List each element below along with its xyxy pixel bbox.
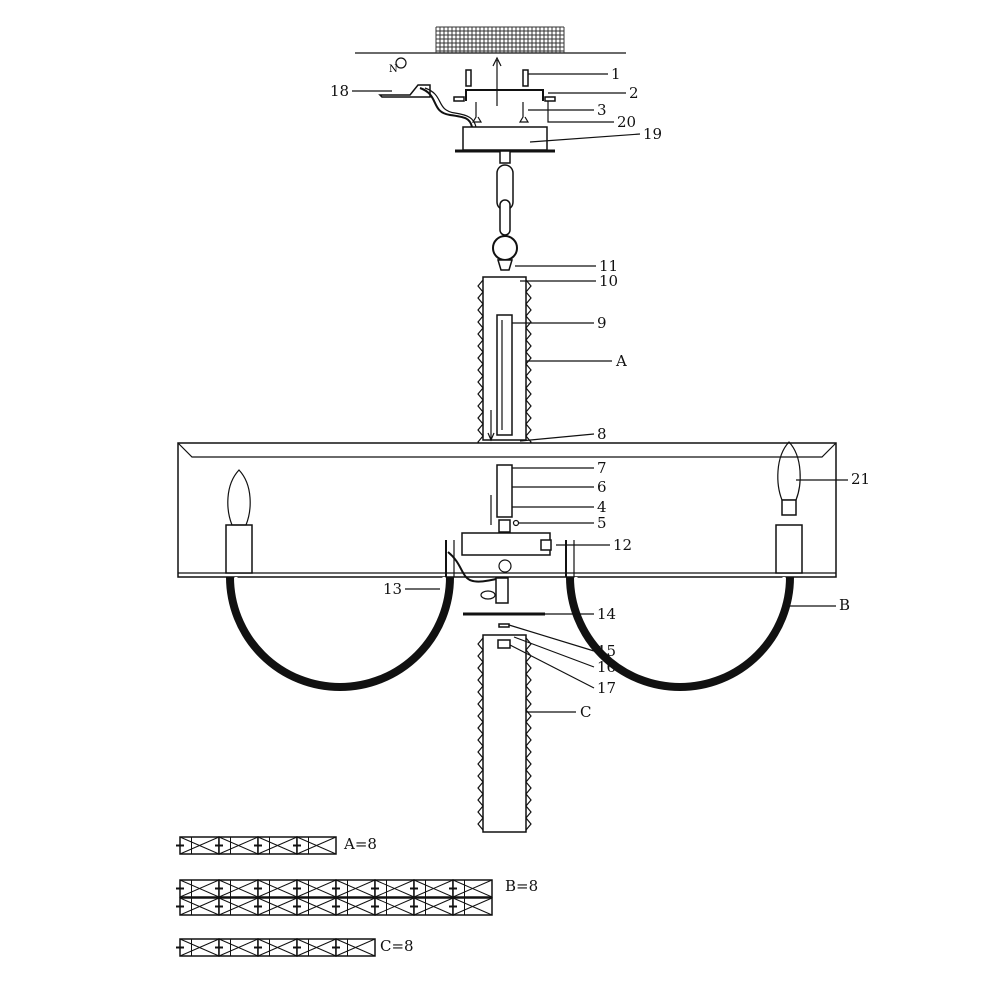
neutral-mark: N xyxy=(389,64,398,75)
lower-crystal-tube xyxy=(477,634,532,833)
bracket xyxy=(495,577,509,604)
crystal-bead xyxy=(410,879,454,898)
callout-19: 19 xyxy=(643,125,662,143)
callout-11: 11 xyxy=(599,257,618,275)
crystal-bead xyxy=(371,879,415,898)
crystal-bead xyxy=(332,897,376,916)
bulb-icon xyxy=(227,469,251,526)
callout-14: 14 xyxy=(597,605,616,623)
mounting-bracket xyxy=(453,56,556,123)
callout-20: 20 xyxy=(617,113,636,131)
crystal-bead xyxy=(215,897,259,916)
crystal-bead xyxy=(254,938,298,957)
callout-18: 18 xyxy=(330,82,349,100)
callout-15: 15 xyxy=(597,642,616,660)
screw-icon xyxy=(518,102,530,123)
nut xyxy=(498,519,511,533)
callout-b: B xyxy=(839,596,850,614)
crystal-bead xyxy=(449,897,493,916)
ceiling-mesh xyxy=(435,26,565,53)
crystal-bead xyxy=(293,897,337,916)
crystal-bead xyxy=(215,879,259,898)
parts-label-a: A=8 xyxy=(343,835,377,853)
callout-c: C xyxy=(580,703,591,721)
crystal-bead xyxy=(332,879,376,898)
loop-ring xyxy=(492,235,518,261)
crystal-bead xyxy=(176,879,220,898)
crystal-bead xyxy=(449,879,493,898)
screw-icon xyxy=(471,102,483,123)
crystal-bead xyxy=(293,836,337,855)
callout-2: 2 xyxy=(629,84,639,102)
crystal-bead xyxy=(293,879,337,898)
callout-10: 10 xyxy=(599,272,618,290)
canopy xyxy=(462,126,548,151)
ring-nut xyxy=(496,259,514,271)
center-rod xyxy=(496,464,513,518)
candle-socket-right xyxy=(775,441,803,574)
chain-link xyxy=(499,199,511,236)
callout-3: 3 xyxy=(597,101,607,119)
callout-4: 4 xyxy=(597,498,607,516)
crystal-bead xyxy=(176,897,220,916)
center-hub xyxy=(461,532,551,556)
terminal-block: N xyxy=(378,57,477,128)
threaded-rod xyxy=(496,314,513,436)
wall-anchor-icon xyxy=(465,69,472,87)
callout-13: 13 xyxy=(383,580,402,598)
crystal-arc-right xyxy=(566,576,794,691)
parts-list xyxy=(176,836,493,957)
callout-21: 21 xyxy=(851,470,870,488)
leader-lines xyxy=(352,73,848,713)
callout-a: A xyxy=(615,352,627,370)
callout-12: 12 xyxy=(613,536,632,554)
parts-label-c: C=8 xyxy=(380,937,414,955)
crystal-bead xyxy=(254,879,298,898)
candle-socket-left xyxy=(225,469,253,574)
crystal-bead xyxy=(371,897,415,916)
crystal-bead xyxy=(293,938,337,957)
washer xyxy=(498,623,510,628)
crystal-bead xyxy=(254,836,298,855)
callout-5: 5 xyxy=(597,514,607,532)
crystal-bead xyxy=(332,938,376,957)
crystal-bead xyxy=(176,836,220,855)
callout-labels: 1 2 3 20 19 18 11 10 9 A 8 7 6 4 5 12 21… xyxy=(330,65,870,721)
crystal-bead xyxy=(410,897,454,916)
callout-9: 9 xyxy=(597,314,607,332)
callout-8: 8 xyxy=(597,425,607,443)
callout-1: 1 xyxy=(611,65,621,83)
callout-6: 6 xyxy=(597,478,607,496)
bolt-icon xyxy=(544,96,556,102)
callout-17: 17 xyxy=(597,679,616,697)
crystal-bead xyxy=(176,938,220,957)
upper-crystal-tube xyxy=(477,276,532,449)
callout-16: 16 xyxy=(597,658,616,676)
callout-7: 7 xyxy=(597,459,607,477)
crystal-bead xyxy=(215,836,259,855)
ground-icon xyxy=(395,57,407,69)
bolt-icon xyxy=(453,96,465,102)
bolt-icon xyxy=(540,539,552,551)
canopy-nipple xyxy=(499,150,511,164)
crystal-arc-left xyxy=(226,576,454,691)
wall-anchor-icon xyxy=(522,69,529,87)
parts-label-b: B=8 xyxy=(505,877,538,895)
crystal-bead xyxy=(254,897,298,916)
crystal-bead xyxy=(215,938,259,957)
